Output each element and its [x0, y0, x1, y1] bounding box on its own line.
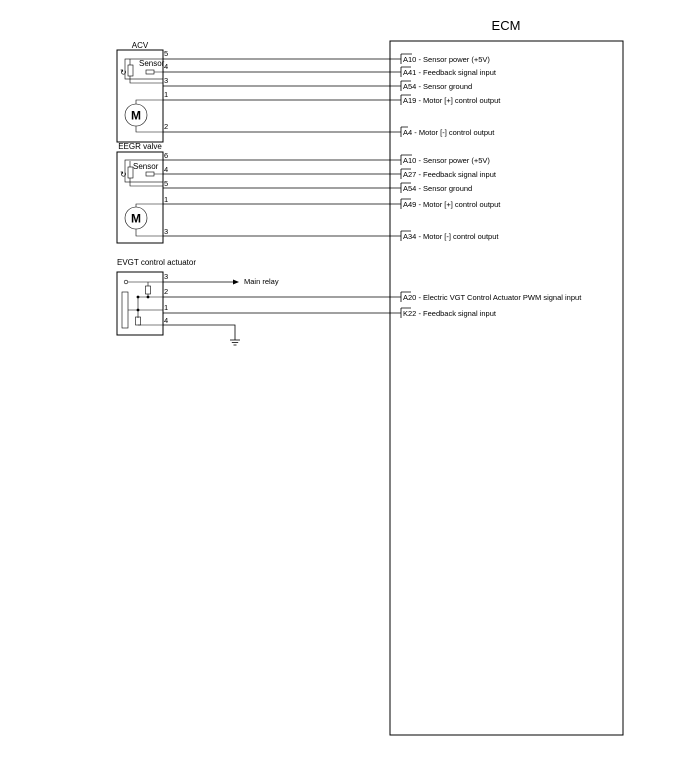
svg-text:A54 - Sensor ground: A54 - Sensor ground	[403, 184, 472, 193]
eegr-pin-numbers: 6 4 5 1 3	[164, 151, 168, 236]
eegr-sensor-resistor	[127, 166, 134, 179]
svg-text:A49 - Motor [+] control output: A49 - Motor [+] control output	[403, 200, 501, 209]
svg-text:A10 - Sensor power (+5V): A10 - Sensor power (+5V)	[403, 55, 490, 64]
eegr-component-box	[116, 151, 164, 244]
evgt-sig-text-feedback: - Feedback signal input	[416, 309, 497, 318]
acv-sensor-label: Sensor	[139, 59, 165, 68]
acv-pin-3: 3	[164, 76, 168, 85]
acv-pin-2: 2	[164, 122, 168, 131]
eegr-motor-label: M	[131, 212, 141, 226]
eegr-motor-wires	[135, 203, 163, 237]
svg-text:A54 - Sensor ground: A54 - Sensor ground	[403, 82, 472, 91]
acv-sensor-arrow-icon: ↻	[120, 68, 127, 77]
eegr-sensor-element	[145, 171, 155, 177]
evgt-pin-2: 2	[164, 287, 168, 296]
svg-text:K22 - Feedback signal input: K22 - Feedback signal input	[403, 309, 497, 318]
eegr-label: EEGR valve	[118, 142, 162, 151]
acv-sensor-element	[145, 69, 155, 75]
evgt-sig-code-k22: K22	[403, 309, 416, 318]
eegr-sig-code-a27: A27	[403, 170, 416, 179]
eegr-pin-3: 3	[164, 227, 168, 236]
main-relay-arrow-icon	[233, 279, 239, 285]
main-relay-label: Main relay	[244, 277, 279, 286]
svg-text:A27 - Feedback signal input: A27 - Feedback signal input	[403, 170, 497, 179]
acv-pin-numbers: 5 4 3 1 2	[164, 49, 168, 131]
evgt-component-box	[116, 271, 164, 336]
svg-text:A19 - Motor [+] control output: A19 - Motor [+] control output	[403, 96, 501, 105]
evgt-internal-circuit	[121, 279, 163, 329]
acv-sig-text-sensor-power: - Sensor power (+5V)	[416, 55, 490, 64]
acv-motor-wires	[135, 99, 163, 133]
evgt-signal-labels: A20 - Electric VGT Control Actuator PWM …	[403, 293, 582, 318]
acv-sig-code-a41: A41	[403, 68, 416, 77]
eegr-sensor-wires	[129, 161, 163, 187]
acv-signal-labels: A10 - Sensor power (+5V) A41 - Feedback …	[403, 55, 501, 137]
acv-sensor-wires	[129, 59, 163, 84]
svg-text:A4 - Motor [-] control output: A4 - Motor [-] control output	[403, 128, 495, 137]
eegr-sensor-arrow-icon: ↻	[120, 170, 127, 179]
eegr-sensor-label: Sensor	[133, 162, 159, 171]
eegr-pin-4: 4	[164, 165, 168, 174]
acv-sig-text-feedback: - Feedback signal input	[416, 68, 497, 77]
acv-sig-text-motor-minus: - Motor [-] control output	[412, 128, 495, 137]
eegr-sig-code-a10: A10	[403, 156, 416, 165]
acv-motor-label: M	[131, 109, 141, 123]
svg-text:A20 - Electric VGT Control Act: A20 - Electric VGT Control Actuator PWM …	[403, 293, 582, 302]
svg-text:A10 - Sensor power (+5V): A10 - Sensor power (+5V)	[403, 156, 490, 165]
acv-ecm-terminals	[400, 53, 412, 137]
eegr-wires	[163, 159, 401, 237]
acv-sensor-resistor	[127, 64, 134, 77]
evgt-pin-4: 4	[164, 316, 168, 325]
acv-sig-text-sensor-ground: - Sensor ground	[416, 82, 472, 91]
ecm-title: ECM	[492, 18, 521, 33]
evgt-pin-1: 1	[164, 303, 168, 312]
acv-sig-code-a10: A10	[403, 55, 416, 64]
acv-sig-code-a4: A4	[403, 128, 412, 137]
acv-sig-text-motor-plus: - Motor [+] control output	[416, 96, 501, 105]
eegr-pin-6: 6	[164, 151, 168, 160]
acv-component-box	[116, 49, 164, 143]
evgt-pin-3: 3	[164, 272, 168, 281]
acv-pin-1: 1	[164, 90, 168, 99]
eegr-pin-1: 1	[164, 195, 168, 204]
ground-icon	[230, 339, 240, 346]
ecm-box	[389, 40, 624, 736]
eegr-sig-code-a34: A34	[403, 232, 416, 241]
evgt-sig-text-pwm: - Electric VGT Control Actuator PWM sign…	[416, 293, 582, 302]
evgt-ecm-terminals	[400, 291, 411, 318]
eegr-sig-code-a49: A49	[403, 200, 416, 209]
eegr-sensor-box	[124, 159, 164, 183]
eegr-sig-text-sensor-power: - Sensor power (+5V)	[416, 156, 490, 165]
acv-pin-4: 4	[164, 62, 168, 71]
acv-label: ACV	[132, 41, 149, 50]
eegr-sig-text-feedback: - Feedback signal input	[416, 170, 497, 179]
eegr-signal-labels: A10 - Sensor power (+5V) A27 - Feedback …	[403, 156, 501, 241]
eegr-ecm-terminals	[400, 154, 412, 241]
eegr-sig-text-sensor-ground: - Sensor ground	[416, 184, 472, 193]
eegr-pin-5: 5	[164, 179, 168, 188]
svg-text:A34 - Motor [-] control output: A34 - Motor [-] control output	[403, 232, 499, 241]
evgt-label: EVGT control actuator	[117, 258, 196, 267]
evgt-sig-code-a20: A20	[403, 293, 416, 302]
eegr-sig-text-motor-plus: - Motor [+] control output	[416, 200, 501, 209]
acv-pin-5: 5	[164, 49, 168, 58]
eegr-sig-code-a54: A54	[403, 184, 416, 193]
acv-wires	[163, 58, 401, 133]
acv-sig-code-a54: A54	[403, 82, 416, 91]
acv-sig-code-a19: A19	[403, 96, 416, 105]
svg-text:A41 - Feedback signal input: A41 - Feedback signal input	[403, 68, 497, 77]
evgt-pin-numbers: 3 2 1 4	[164, 272, 168, 325]
acv-sensor-box	[124, 58, 164, 80]
evgt-wires	[163, 279, 401, 340]
eegr-sig-text-motor-minus: - Motor [-] control output	[416, 232, 499, 241]
